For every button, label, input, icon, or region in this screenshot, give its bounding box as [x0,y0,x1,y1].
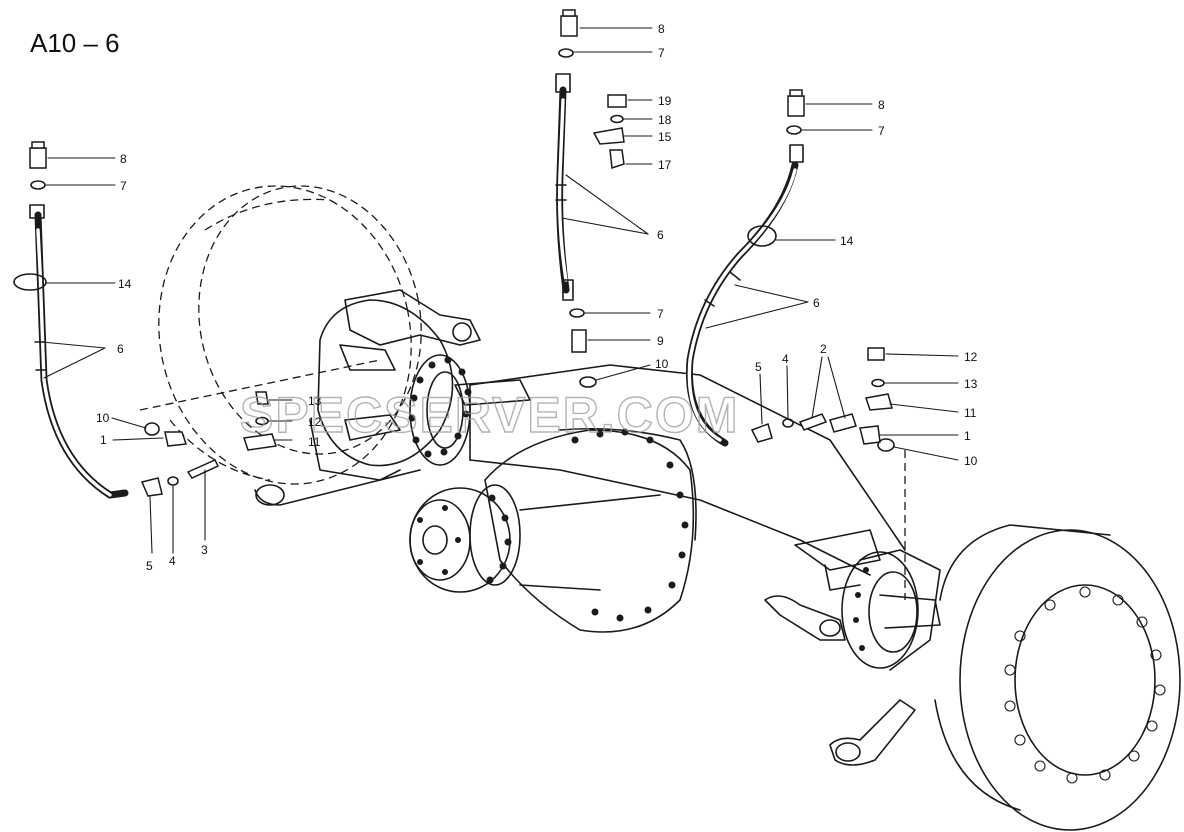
right-lever-arm [764,595,916,766]
callout-right-1: 1 [964,429,971,443]
axle-housing [454,364,906,591]
callout-right-8: 8 [878,98,885,112]
diagram-title: A10 – 6 [30,28,120,58]
callout-left-8: 8 [120,152,127,166]
callout-right-5: 5 [755,360,762,374]
callout-left-10: 10 [96,411,110,425]
callout-mid-19: 19 [658,94,672,108]
callout-right-6: 6 [813,296,820,310]
callout-mid-7b: 7 [657,307,664,321]
callout-right-13: 13 [964,377,978,391]
callout-left-6: 6 [117,342,124,356]
watermark: SPECSERVER.COM [240,387,739,443]
callout-mid-9: 9 [657,334,664,348]
callout-mid-6: 6 [657,228,664,242]
callout-right-2: 2 [820,342,827,356]
callout-left-11: 11 [308,435,321,449]
callout-left-7: 7 [120,179,127,193]
callout-mid-15: 15 [658,130,672,144]
right-hub [841,549,941,671]
callout-mid-10: 10 [655,357,669,371]
input-flange [409,484,521,593]
callout-left-13: 13 [308,394,322,408]
callout-right-14: 14 [840,234,854,248]
callout-labels: 8 7 14 6 10 1 13 12 11 5 4 3 8 7 19 18 1… [96,22,978,573]
right-brake-drum [934,524,1181,831]
callout-right-12: 12 [964,350,978,364]
callout-left-5: 5 [146,559,153,573]
left-steering-knuckle [254,289,481,506]
middle-brake-hose [555,73,574,301]
callout-left-1: 1 [100,433,107,447]
callout-left-12: 12 [308,415,322,429]
callout-mid-17: 17 [658,158,672,172]
callout-left-3: 3 [201,543,208,557]
leader-lines [41,27,959,554]
left-brake-drum [139,185,422,485]
callout-mid-18: 18 [658,113,672,127]
fittings [29,9,895,497]
callout-left-14: 14 [118,277,132,291]
differential-housing [484,427,697,633]
callout-right-10: 10 [964,454,978,468]
left-brake-hose [13,204,129,499]
callout-mid-8: 8 [658,22,665,36]
callout-mid-7a: 7 [658,46,665,60]
callout-right-4: 4 [782,352,789,366]
callout-right-7: 7 [878,124,885,138]
right-brake-hose [685,144,804,447]
callout-right-11: 11 [964,406,977,420]
callout-left-4: 4 [169,554,176,568]
